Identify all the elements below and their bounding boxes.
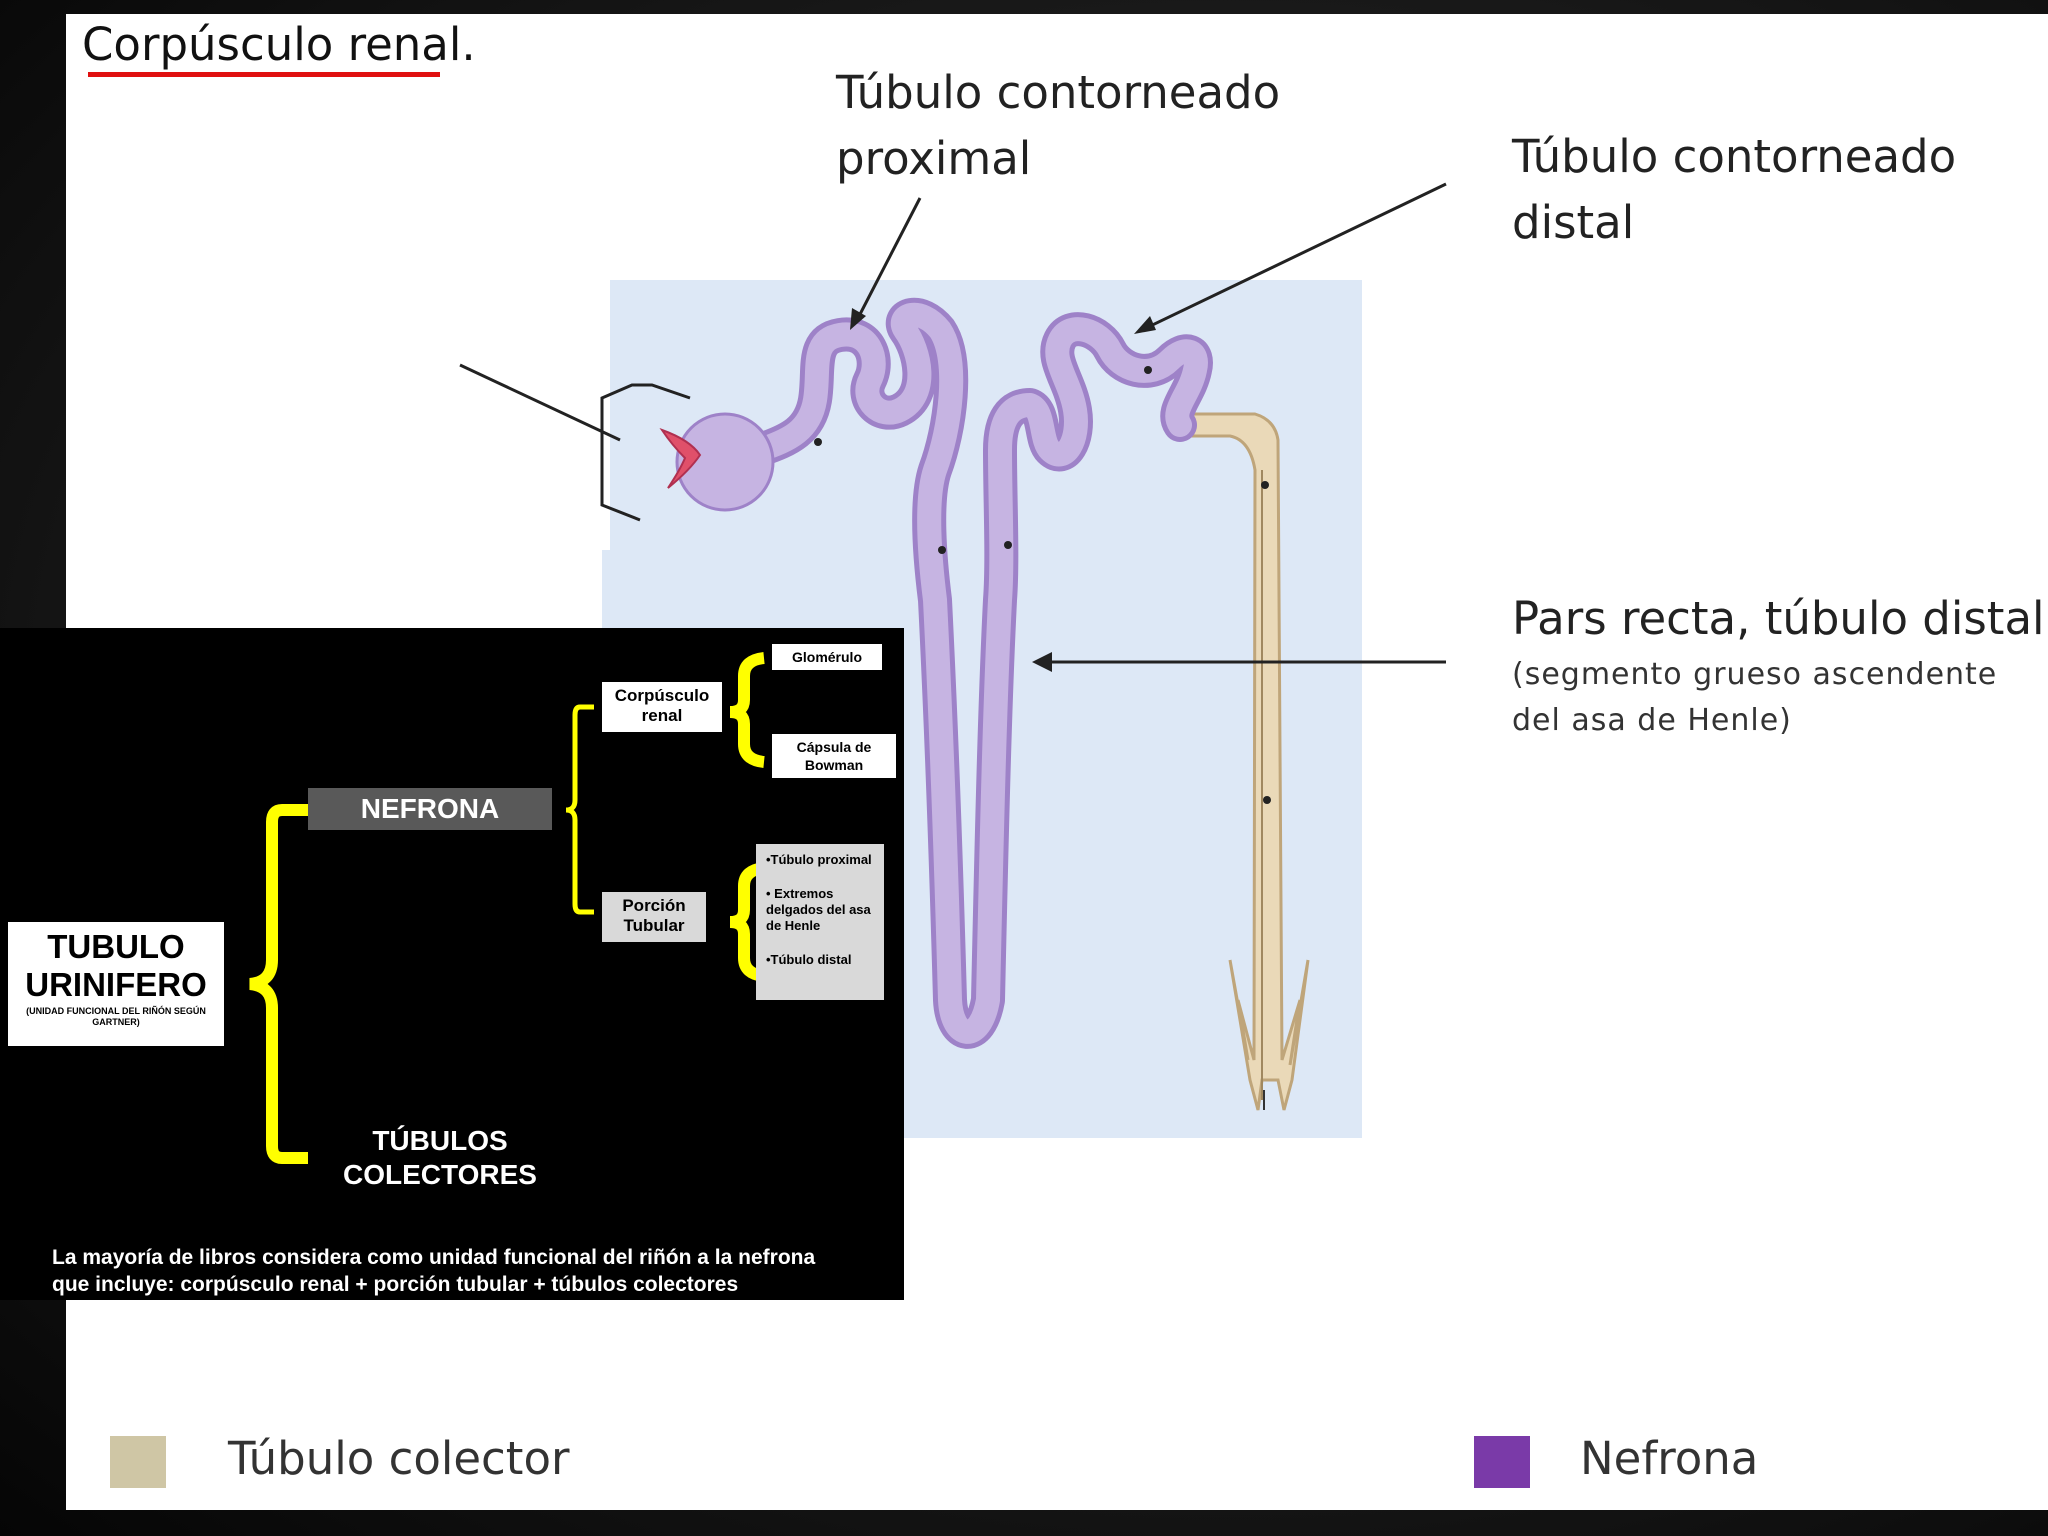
- tubular-item: •Túbulo distal: [766, 952, 852, 967]
- tubular-list: •Túbulo proximal • Extremos delgados del…: [756, 844, 884, 1000]
- label-distal-tubule: Túbulo contorneado distal: [1512, 130, 1957, 249]
- root-bracket: [249, 804, 308, 1164]
- tubular-item: •Túbulo proximal: [766, 852, 872, 867]
- corpusculo-bracket: [729, 652, 765, 768]
- glomerulo-node: Glomérulo: [772, 644, 882, 670]
- scheme-footnote: La mayoría de libros considera como unid…: [52, 1246, 816, 1296]
- legend-swatch-nephron: [1474, 1436, 1530, 1488]
- capsula-node: Cápsula de Bowman: [772, 734, 896, 778]
- title-underline: [88, 72, 440, 77]
- corpusculo-node: Corpúsculo renal: [602, 682, 722, 732]
- colectores-node: TÚBULOS COLECTORES: [343, 1125, 537, 1190]
- root-node-box: TUBULO URINIFERO (UNIDAD FUNCIONAL DEL R…: [8, 922, 224, 1046]
- glomerulus: [659, 428, 702, 489]
- legend-swatch-collector: [110, 1436, 166, 1488]
- corpuscle-bracket: [600, 383, 691, 522]
- label-pars-recta: Pars recta, túbulo distal (segmento grue…: [1512, 592, 2045, 738]
- legend-label-nephron: Nefrona: [1580, 1432, 1759, 1485]
- slide-title: Corpúsculo renal.: [82, 18, 476, 71]
- proximal-arrow-line: [854, 197, 922, 323]
- legend-label-collector: Túbulo colector: [228, 1432, 570, 1485]
- tubular-item: • Extremos delgados del asa de Henle: [766, 886, 871, 933]
- corpuscle-pointer: [459, 363, 621, 442]
- bowman-capsule: [675, 412, 775, 512]
- label-proximal-tubule: Túbulo contorneado proximal: [836, 66, 1281, 185]
- porcion-bracket: [729, 862, 765, 982]
- porcion-node: Porción Tubular: [602, 892, 706, 942]
- nefrona-node: NEFRONA: [308, 788, 552, 830]
- distal-arrow-line: [1141, 182, 1447, 332]
- nefrona-bracket: [565, 704, 594, 915]
